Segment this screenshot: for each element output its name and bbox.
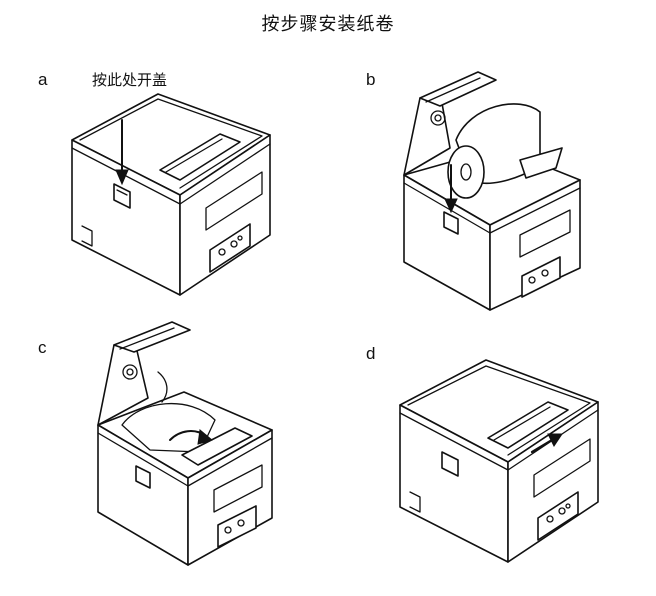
step-d-label: d (366, 344, 376, 363)
step-a-label: a (38, 70, 48, 89)
printer-a (71, 93, 271, 296)
printer-b (403, 71, 581, 311)
step-a-hint: 按此处开盖 (92, 71, 168, 89)
page-title: 按步骤安装纸卷 (261, 14, 395, 35)
step-c-label: c (38, 338, 47, 357)
printer-d (399, 359, 599, 563)
printer-c (97, 321, 273, 566)
step-b-label: b (366, 70, 376, 89)
